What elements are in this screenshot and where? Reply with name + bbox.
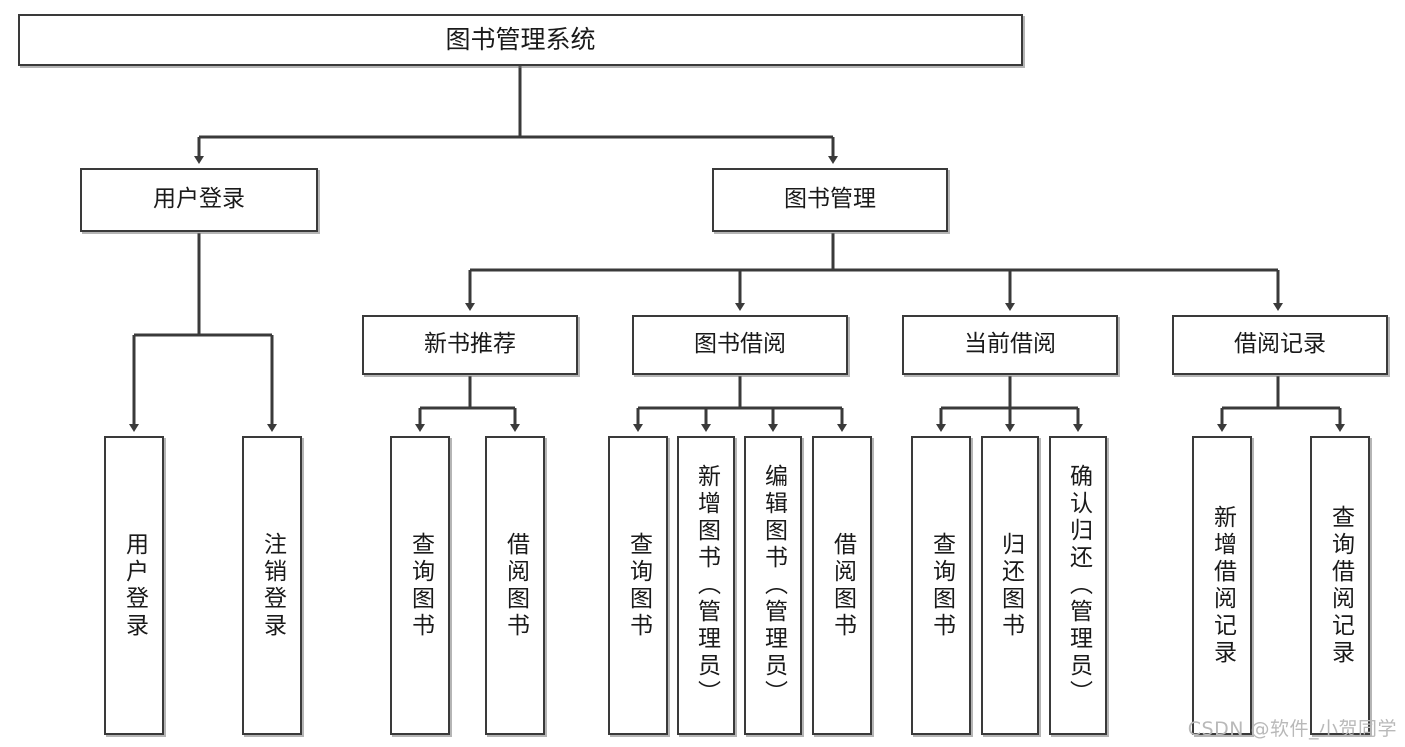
leaf-record-query-record[interactable]: 查询借阅记录 [1310,436,1370,735]
node-label: 借阅图书 [502,531,529,640]
node-label: 注销登录 [259,531,286,640]
node-current-borrow[interactable]: 当前借阅 [902,315,1118,375]
node-label: 查询图书 [407,531,434,640]
node-label: 借阅图书 [829,531,856,640]
leaf-borrow-add-book-admin[interactable]: 新增图书（管理员） [677,436,735,735]
node-book-management[interactable]: 图书管理 [712,168,948,232]
node-label: 用户登录 [153,186,245,213]
node-new-book-recommend[interactable]: 新书推荐 [362,315,578,375]
node-label: 确认归还（管理员） [1065,464,1092,707]
node-user-login[interactable]: 用户登录 [80,168,318,232]
node-label: 查询图书 [928,531,955,640]
watermark-text: CSDN @软件_小贺同学 [1187,718,1397,740]
node-label: 归还图书 [997,531,1024,640]
leaf-borrow-borrow-book[interactable]: 借阅图书 [812,436,872,735]
leaf-borrow-edit-book-admin[interactable]: 编辑图书（管理员） [744,436,802,735]
node-borrow-record[interactable]: 借阅记录 [1172,315,1388,375]
node-book-borrow[interactable]: 图书借阅 [632,315,848,375]
leaf-borrow-query-book[interactable]: 查询图书 [608,436,668,735]
node-label: 查询图书 [625,531,652,640]
node-label: 借阅记录 [1234,331,1326,358]
node-root-system[interactable]: 图书管理系统 [18,14,1023,66]
leaf-recommend-borrow-book[interactable]: 借阅图书 [485,436,545,735]
leaf-current-query-book[interactable]: 查询图书 [911,436,971,735]
node-label: 新增图书（管理员） [693,464,720,707]
leaf-record-add-record[interactable]: 新增借阅记录 [1192,436,1252,735]
leaf-user-login-login[interactable]: 用户登录 [104,436,164,735]
node-label: 当前借阅 [964,331,1056,358]
node-label: 编辑图书（管理员） [760,464,787,707]
node-label: 查询借阅记录 [1327,504,1354,667]
node-label: 用户登录 [121,531,148,640]
node-label: 新增借阅记录 [1209,504,1236,667]
node-label: 图书管理系统 [445,25,596,55]
leaf-recommend-query-book[interactable]: 查询图书 [390,436,450,735]
leaf-current-confirm-return-admin[interactable]: 确认归还（管理员） [1049,436,1107,735]
node-label: 图书管理 [784,186,876,213]
leaf-current-return-book[interactable]: 归还图书 [981,436,1039,735]
node-label: 图书借阅 [694,331,786,358]
node-label: 新书推荐 [424,331,516,358]
leaf-user-login-logout[interactable]: 注销登录 [242,436,302,735]
